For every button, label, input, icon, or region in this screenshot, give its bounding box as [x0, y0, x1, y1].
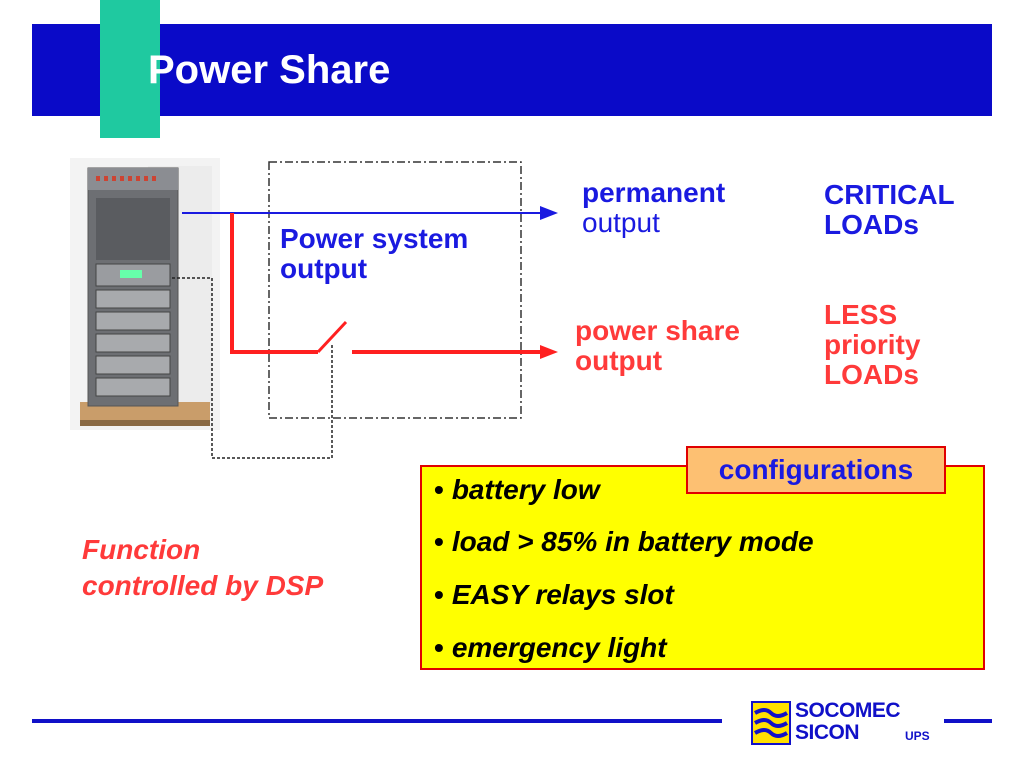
logo-text-ups: UPS [905, 729, 930, 743]
power-share-line1: power share [575, 315, 740, 346]
bullet-item: •load > 85% in battery mode [434, 527, 814, 557]
ups-cabinet-image [70, 158, 220, 430]
relay-switch [316, 320, 348, 354]
configurations-box: •battery low •load > 85% in battery mode… [420, 465, 985, 670]
title-bar [32, 24, 992, 116]
bullet-text: emergency light [451, 632, 667, 663]
critical-loads-label: CRITICAL LOADs [824, 180, 955, 240]
dsp-note-line1: Function [82, 534, 201, 565]
less-priority-loads-label: LESS priority LOADs [824, 300, 920, 390]
permanent-arrowhead [540, 206, 558, 220]
bullet-dot: • [434, 632, 444, 663]
permanent-line1: permanent [582, 177, 726, 208]
power-share-line-left [230, 213, 318, 354]
bullet-text: load > 85% in battery mode [451, 526, 814, 557]
bullet-item: •emergency light [434, 633, 667, 663]
less-line1: LESS [824, 299, 898, 330]
bullet-dot: • [434, 474, 444, 505]
control-dotted-line [172, 277, 333, 459]
footer-line-left [32, 719, 722, 723]
bullet-text: battery low [451, 474, 600, 505]
power-system-line1: Power system [280, 223, 469, 254]
power-share-line2: output [575, 345, 663, 376]
configurations-tag: configurations [686, 446, 946, 494]
bullet-dot: • [434, 579, 444, 610]
power-system-output-label: Power system output [280, 224, 468, 284]
permanent-line2: output [582, 207, 660, 238]
less-line3: LOADs [824, 359, 919, 390]
bullet-item: •battery low [434, 475, 600, 505]
bullet-dot: • [434, 526, 444, 557]
dsp-note-line2: controlled by DSP [82, 570, 324, 601]
footer-line-right [944, 719, 992, 723]
slide-title: Power Share [148, 48, 391, 92]
critical-line1: CRITICAL [824, 179, 955, 210]
bullet-item: •EASY relays slot [434, 580, 674, 610]
critical-line2: LOADs [824, 209, 919, 240]
logo-text-socomec: SOCOMEC [795, 699, 901, 722]
power-share-arrowhead [540, 345, 558, 359]
dsp-note: Function controlled by DSP [82, 532, 323, 604]
title-accent-bar [100, 0, 160, 138]
logo-text-sicon: SICON [795, 721, 860, 744]
power-system-line2: output [280, 253, 368, 284]
less-line2: priority [824, 329, 921, 360]
bullet-text: EASY relays slot [451, 579, 674, 610]
power-system-box [268, 161, 522, 419]
permanent-output-label: permanent output [582, 178, 725, 238]
power-share-output-label: power share output [575, 316, 740, 376]
logo-mark-icon [751, 701, 791, 745]
socomec-sicon-logo: SOCOMEC SICON UPS [751, 700, 941, 746]
